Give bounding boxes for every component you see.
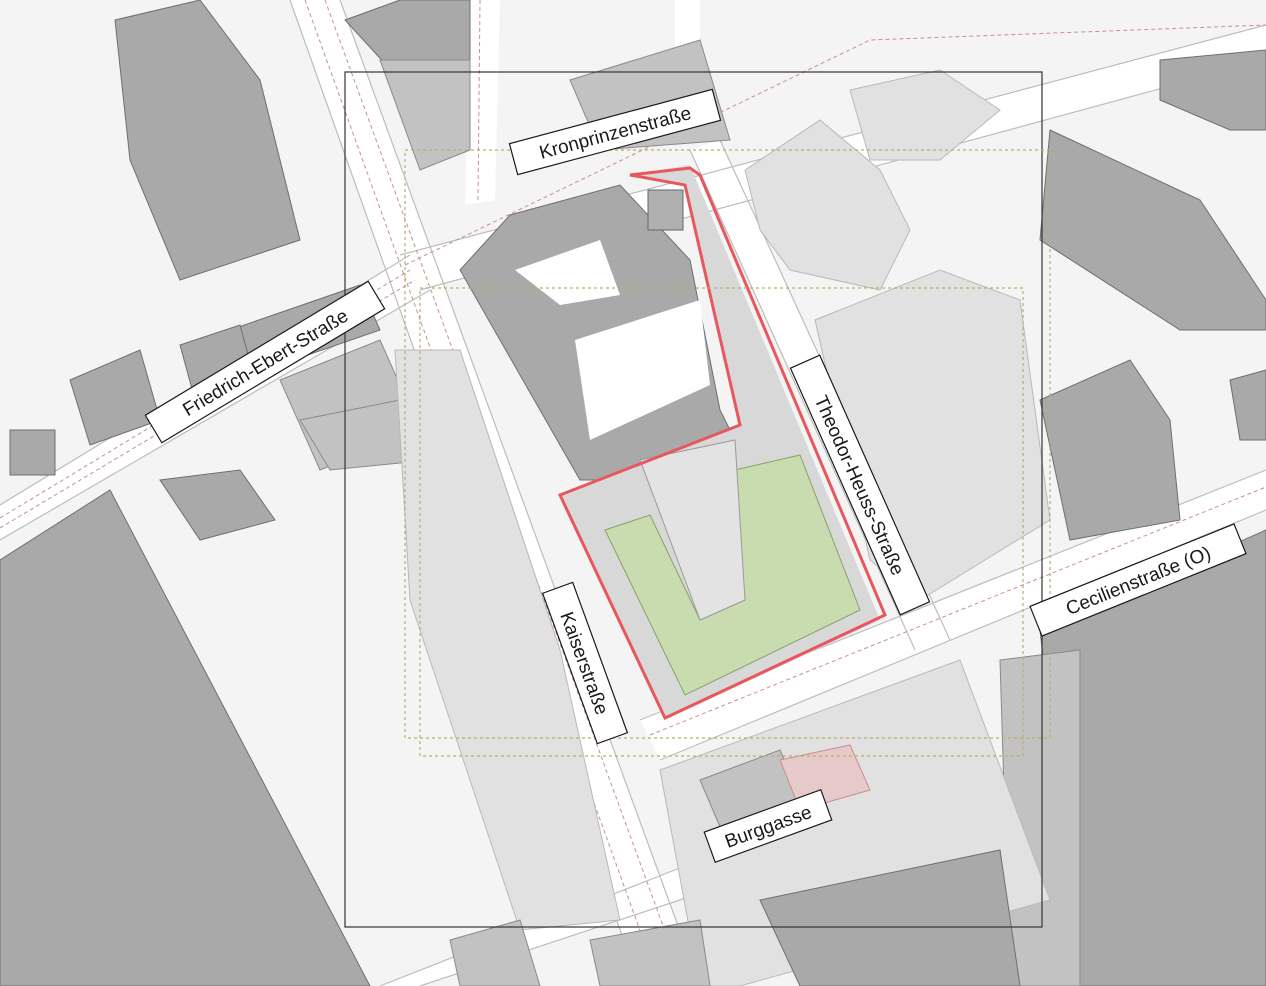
building [159, 469, 276, 541]
courtyard [575, 300, 710, 440]
road-cecilienstrasse [640, 470, 1266, 760]
courtyard-plaza [639, 439, 746, 621]
building [394, 349, 621, 931]
small-building [647, 189, 684, 231]
building [0, 489, 371, 986]
building [9, 429, 56, 476]
courtyard [515, 240, 620, 305]
building [744, 119, 911, 291]
building [379, 59, 471, 171]
building [849, 69, 1001, 161]
building [114, 0, 301, 281]
parcel-line [649, 486, 1266, 736]
project-site [557, 165, 887, 720]
frame-outer [344, 71, 1043, 928]
historic-footprint [779, 744, 871, 811]
road-north-lane [465, 0, 500, 205]
frame-dotted-1 [404, 149, 1051, 739]
building [759, 849, 1021, 986]
parcel-line [404, 24, 1266, 266]
building [1039, 359, 1181, 541]
frame-dotted-2 [419, 287, 1024, 757]
study-area-frames [344, 71, 1051, 928]
building [1229, 369, 1266, 441]
parcel-line [477, 0, 481, 201]
building [1159, 49, 1266, 131]
site-boundary [557, 166, 887, 720]
building [1039, 129, 1266, 331]
